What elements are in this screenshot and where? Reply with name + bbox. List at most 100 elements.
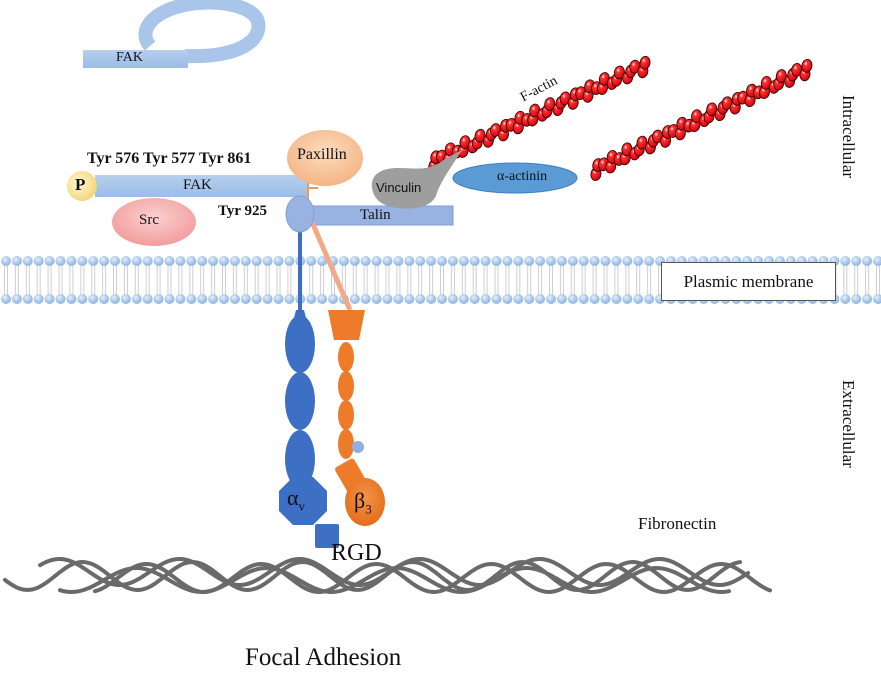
lipid-head [88, 294, 99, 304]
lipid-head [491, 294, 502, 304]
integrin-beta-3-label: β3 [354, 488, 372, 517]
lipid-head [262, 294, 273, 304]
actin-monomer [801, 58, 813, 73]
fak-inactive-bar [83, 50, 188, 68]
alpha-subscript: v [298, 498, 306, 514]
beta3-small-domain [352, 441, 364, 453]
lipid-head [131, 256, 142, 266]
alpha-symbol: α [287, 485, 299, 510]
lipid-head [44, 294, 55, 304]
lipid-head [404, 256, 415, 266]
lipid-head [120, 294, 131, 304]
lipid-head [349, 256, 360, 266]
lipid-head [447, 294, 458, 304]
lipid-head [262, 256, 273, 266]
lipid-head [404, 294, 415, 304]
figure-title: Focal Adhesion [245, 644, 402, 671]
integrin-alpha-v [279, 310, 339, 548]
lipid-head [458, 294, 469, 304]
extracellular-label: Extracellular [839, 380, 858, 468]
rgd-label: RGD [331, 540, 382, 566]
lipid-head [633, 256, 644, 266]
lipid-head [99, 294, 110, 304]
lipid-head [273, 256, 284, 266]
phospho-shape [67, 171, 97, 201]
lipid-head [622, 294, 633, 304]
beta3-psi-domain [328, 310, 365, 340]
lipid-head [77, 256, 88, 266]
lipid-head [567, 256, 578, 266]
lipid-head [862, 256, 873, 266]
vinculin-label: Vinculin [376, 180, 422, 195]
lipid-head [22, 294, 33, 304]
lipid-head [480, 256, 491, 266]
lipid-head [284, 256, 295, 266]
plasma-membrane-label: Plasmic membrane [661, 262, 836, 301]
lipid-head [186, 294, 197, 304]
lipid-head [164, 294, 175, 304]
lipid-head [567, 294, 578, 304]
lipid-head [393, 294, 404, 304]
lipid-head [11, 256, 22, 266]
lipid-head [22, 256, 33, 266]
f-actin-filament-1 [428, 55, 651, 173]
lipid-head [382, 256, 393, 266]
lipid-head [33, 256, 44, 266]
lipid-head [306, 256, 317, 266]
fibronectin-strand [58, 565, 731, 595]
lipid-head [251, 256, 262, 266]
lipid-head [513, 256, 524, 266]
intracellular-label: Intracellular [839, 95, 858, 179]
lipid-head [175, 256, 186, 266]
lipid-head [1, 256, 11, 266]
integrin-alpha-v-label: αv [287, 485, 305, 514]
lipid-head [317, 294, 328, 304]
lipid-head [240, 256, 251, 266]
lipid-head [197, 256, 208, 266]
lipid-head [251, 294, 262, 304]
lipid-head [197, 294, 208, 304]
lipid-head [131, 294, 142, 304]
lipid-head [77, 294, 88, 304]
lipid-head [371, 256, 382, 266]
lipid-head [502, 256, 513, 266]
lipid-head [524, 294, 535, 304]
lipid-head [644, 294, 655, 304]
lipid-head [1, 294, 11, 304]
lipid-head [110, 256, 120, 266]
fak-active-bar [95, 175, 307, 197]
phospho-label: P [75, 175, 86, 194]
lipid-head [611, 256, 622, 266]
lipid-head [219, 294, 229, 304]
lipid-head [284, 294, 295, 304]
beta3-cytoplasmic-tail [309, 221, 353, 311]
actin-monomer [639, 55, 651, 70]
lipid-head [371, 294, 382, 304]
lipid-head [578, 294, 589, 304]
paxillin-label: Paxillin [297, 146, 347, 163]
lipid-head [175, 294, 186, 304]
lipid-head [153, 294, 164, 304]
lipid-head [153, 256, 164, 266]
lipid-head [66, 256, 77, 266]
beta-symbol: β [354, 488, 366, 513]
lipid-head [873, 256, 881, 266]
lipid-head [273, 294, 284, 304]
tyr925-site [285, 195, 315, 233]
paxillin-shape [287, 130, 363, 186]
lipid-head [600, 256, 611, 266]
lipid-head [55, 256, 66, 266]
lipid-head [240, 294, 251, 304]
lipid-head [589, 256, 600, 266]
f-actin-filament-2 [590, 58, 813, 181]
lipid-head [426, 294, 437, 304]
talin-label: Talin [360, 207, 391, 223]
lipid-head [513, 294, 524, 304]
lipid-head [622, 256, 633, 266]
src-shape [112, 198, 196, 246]
lipid-head [306, 294, 317, 304]
alpha-actinin-shape [452, 162, 578, 194]
lipid-head [469, 294, 480, 304]
lipid-head [862, 294, 873, 304]
